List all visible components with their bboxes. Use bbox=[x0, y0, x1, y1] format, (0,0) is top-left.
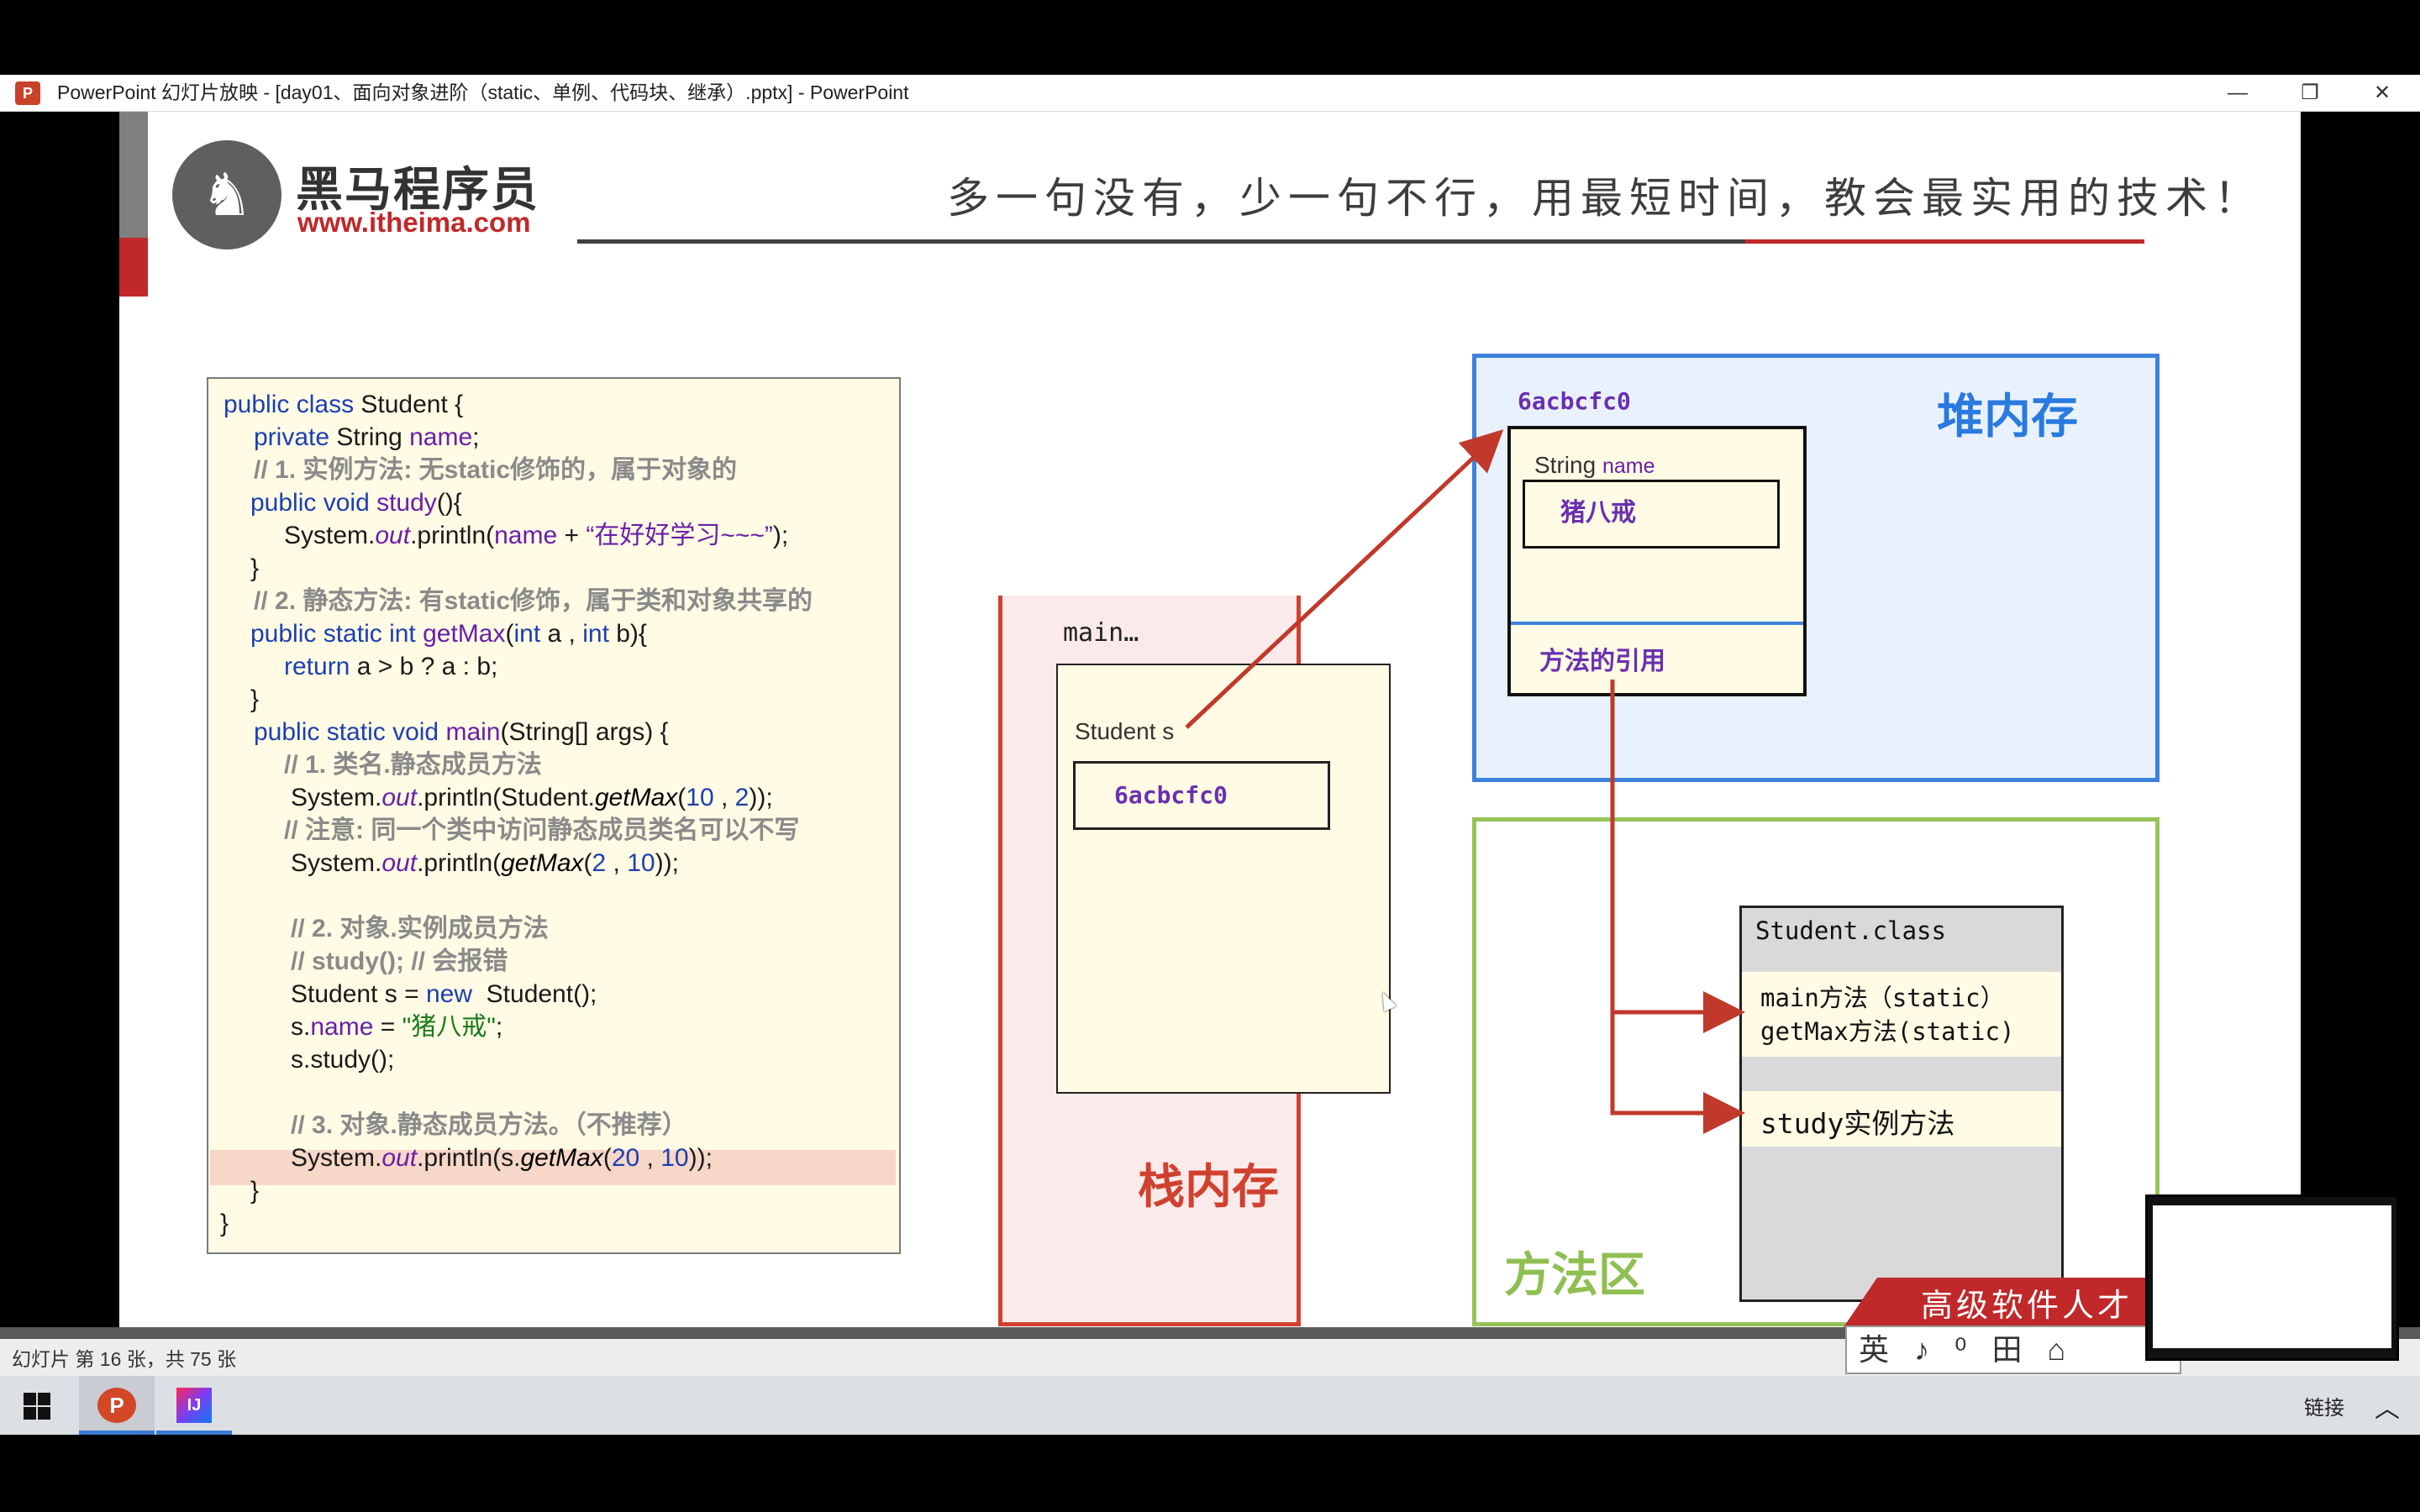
taskbar-link-label[interactable]: 链接 bbox=[2304, 1397, 2344, 1420]
field-value: 猪八戒 bbox=[1523, 480, 1780, 549]
code-line: private String name; bbox=[254, 423, 480, 451]
code-comment: // 3. 对象.静态成员方法。（不推荐） bbox=[291, 1111, 687, 1139]
logo-name: 黑马程序员 bbox=[296, 163, 539, 216]
main-frame-label: main… bbox=[1063, 618, 1139, 648]
code-comment: // 1. 实例方法: 无static修饰的，属于对象的 bbox=[254, 456, 738, 484]
heap-memory-title: 堆内存 bbox=[1937, 390, 2078, 443]
window-title: PowerPoint 幻灯片放映 - [day01、面向对象进阶（static、… bbox=[57, 81, 909, 103]
stack-memory-title: 栈内存 bbox=[1138, 1160, 1279, 1213]
slide-canvas[interactable]: ♞ 黑马程序员 www.itheima.com 多一句没有，少一句不行，用最短时… bbox=[119, 112, 2301, 1327]
slide-accent-grey bbox=[119, 112, 148, 238]
slide-accent-red bbox=[119, 238, 148, 297]
window-title-bar: P PowerPoint 幻灯片放映 - [day01、面向对象进阶（stati… bbox=[0, 75, 2420, 112]
code-line: } bbox=[250, 554, 260, 582]
code-line: } bbox=[250, 1177, 260, 1205]
code-line: return a > b ? a : b; bbox=[284, 653, 498, 680]
field-label: String name bbox=[1534, 452, 1655, 478]
code-highlight-row bbox=[210, 1150, 896, 1185]
running-indicator bbox=[156, 1431, 232, 1435]
code-line: public void study(){ bbox=[250, 489, 462, 517]
taskbar-intellij[interactable]: IJ bbox=[156, 1376, 232, 1435]
intellij-app-icon: IJ bbox=[176, 1388, 212, 1423]
student-object bbox=[1507, 426, 1807, 696]
code-line-highlighted: System.out.println(s.getMax(20 , 10)); bbox=[291, 1144, 713, 1172]
code-line: public static void main(String[] args) { bbox=[254, 718, 669, 746]
taskbar-powerpoint[interactable]: P bbox=[79, 1376, 155, 1435]
active-indicator bbox=[79, 1431, 155, 1435]
header-divider-accent bbox=[1745, 239, 2144, 244]
instance-methods-row bbox=[1742, 1091, 2061, 1147]
close-button[interactable]: ✕ bbox=[2373, 81, 2391, 104]
horse-logo-icon: ♞ bbox=[172, 140, 281, 249]
windows-taskbar: P IJ 链接 ︿ bbox=[0, 1376, 2420, 1435]
static-method-getmax: getMax方法(static) bbox=[1760, 1017, 2015, 1046]
object-address: 6acbcfc0 bbox=[1518, 387, 1631, 415]
tray-chevron-icon[interactable]: ︿ bbox=[2375, 1395, 2400, 1423]
code-comment: // 注意: 同一个类中访问静态成员类名可以不写 bbox=[284, 816, 800, 844]
object-divider bbox=[1511, 622, 1803, 625]
code-line: } bbox=[220, 1210, 229, 1237]
class-name: Student.class bbox=[1755, 916, 1946, 945]
powerpoint-icon: P bbox=[15, 81, 40, 105]
code-comment: // 1. 类名.静态成员方法 bbox=[284, 751, 542, 779]
instance-method-study: study实例方法 bbox=[1760, 1107, 1955, 1140]
logo-url: www.itheima.com bbox=[297, 207, 531, 238]
minimize-button[interactable]: — bbox=[2228, 81, 2248, 104]
code-line: Student s = new Student(); bbox=[291, 980, 597, 1008]
static-methods-row bbox=[1742, 972, 2061, 1057]
powerpoint-app-icon: P bbox=[97, 1388, 136, 1423]
variable-label: Student s bbox=[1075, 718, 1175, 744]
presenter-thumbnail[interactable] bbox=[2145, 1194, 2399, 1361]
code-line: } bbox=[250, 685, 260, 713]
code-comment: // study(); // 会报错 bbox=[291, 948, 508, 975]
header-divider bbox=[577, 239, 1745, 244]
restore-button[interactable]: ❐ bbox=[2301, 81, 2319, 104]
code-comment: // 2. 静态方法: 有static修饰，属于类和对象共享的 bbox=[254, 587, 813, 615]
code-line: System.out.println(name + “在好好学习~~~”); bbox=[284, 522, 789, 549]
code-line: public static int getMax(int a , int b){ bbox=[250, 620, 647, 648]
thumbnail-slide bbox=[2153, 1205, 2391, 1348]
code-comment: // 2. 对象.实例成员方法 bbox=[291, 915, 549, 942]
method-area-title: 方法区 bbox=[1504, 1248, 1645, 1301]
banner-text: 高级软件人才 bbox=[1921, 1287, 2133, 1324]
code-line: System.out.println(Student.getMax(10 , 2… bbox=[291, 784, 773, 811]
method-reference-label: 方法的引用 bbox=[1539, 648, 1665, 675]
code-line: s.name = "猪八戒"; bbox=[291, 1013, 503, 1041]
slideshow-controls[interactable]: 英 ♪ ⁰ 田 ⌂ bbox=[1845, 1326, 2181, 1374]
code-line: s.study(); bbox=[291, 1046, 395, 1074]
slide-counter: 幻灯片 第 16 张，共 75 张 bbox=[12, 1348, 237, 1370]
main-stack-frame bbox=[1056, 664, 1391, 1094]
slogan: 多一句没有，少一句不行，用最短时间，教会最实用的技术！ bbox=[947, 174, 2263, 223]
static-method-main: main方法（static） bbox=[1760, 984, 2005, 1012]
windows-start-icon[interactable] bbox=[24, 1393, 50, 1420]
reference-value: 6acbcfc0 bbox=[1073, 761, 1330, 830]
code-line: public class Student { bbox=[224, 391, 464, 418]
code-panel: public class Student { private String na… bbox=[207, 377, 901, 1254]
code-line: System.out.println(getMax(2 , 10)); bbox=[291, 849, 679, 877]
